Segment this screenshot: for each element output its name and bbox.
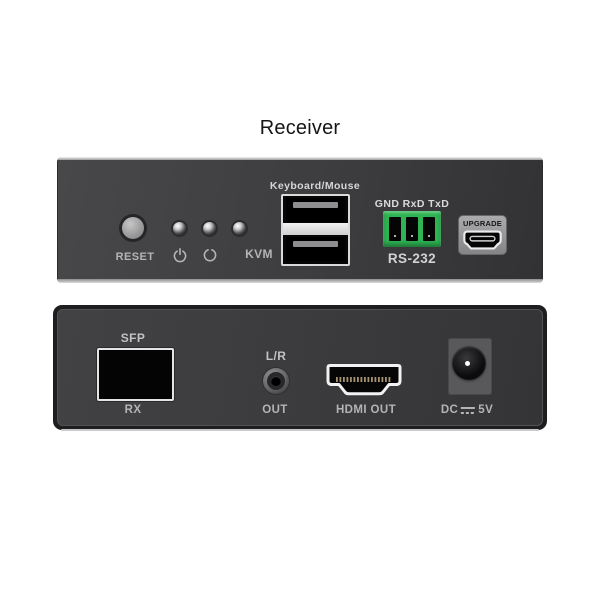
front-panel-bottom-edge [57,279,543,283]
rs232-terminal [383,211,441,247]
dc-jack-pin [465,361,470,366]
rs232-slot-txd [423,217,435,241]
audio-jack [263,368,289,394]
page-title: Receiver [259,117,341,139]
hdmi-label: HDMI OUT [335,404,397,416]
usb-port-block [281,194,350,266]
upgrade-plate: UPGRADE [458,215,507,255]
usb-tab [293,202,338,208]
link-icon [203,249,217,262]
hdmi-port [326,363,402,403]
usb-port-top [286,198,345,222]
sfp-port [97,348,174,401]
usb-divider [283,223,348,235]
power-led [173,222,186,235]
dc-symbol [461,406,476,414]
usb-ports-label: Keyboard/Mouse [269,180,361,192]
dc-label-prefix: DC [440,404,459,416]
rs232-slot-rxd [406,217,418,241]
power-icon [173,247,187,263]
upgrade-label: UPGRADE [463,219,502,228]
reset-button [122,217,144,239]
micro-usb-port [463,230,502,250]
rs232-label: RS-232 [387,251,437,266]
usb-tab [293,241,338,247]
dc-jack [452,346,486,380]
kvm-label: KVM [245,247,273,261]
dc-label: DC 5V [441,404,493,416]
rx-label: RX [124,404,142,416]
front-panel: RESET KVM Keyboard/Mouse GND RxD TxD RS-… [57,157,543,283]
kvm-led [233,222,246,235]
audio-out-label: OUT [262,404,288,416]
sfp-label: SFP [120,331,146,345]
reset-label: RESET [115,251,155,263]
rs232-slot-gnd [389,217,401,241]
back-panel: SFP RX L/R OUT HDMI OUT DC 5V [53,305,547,431]
dc-label-suffix: 5V [478,404,494,416]
usb-port-bottom [286,237,345,261]
audio-label: L/R [265,349,287,363]
link-led [203,222,216,235]
dc-jack-plate [448,338,492,395]
rs232-pins-label: GND RxD TxD [374,198,450,210]
back-panel-bottom-edge [61,429,539,431]
front-panel-top-edge [58,157,542,160]
